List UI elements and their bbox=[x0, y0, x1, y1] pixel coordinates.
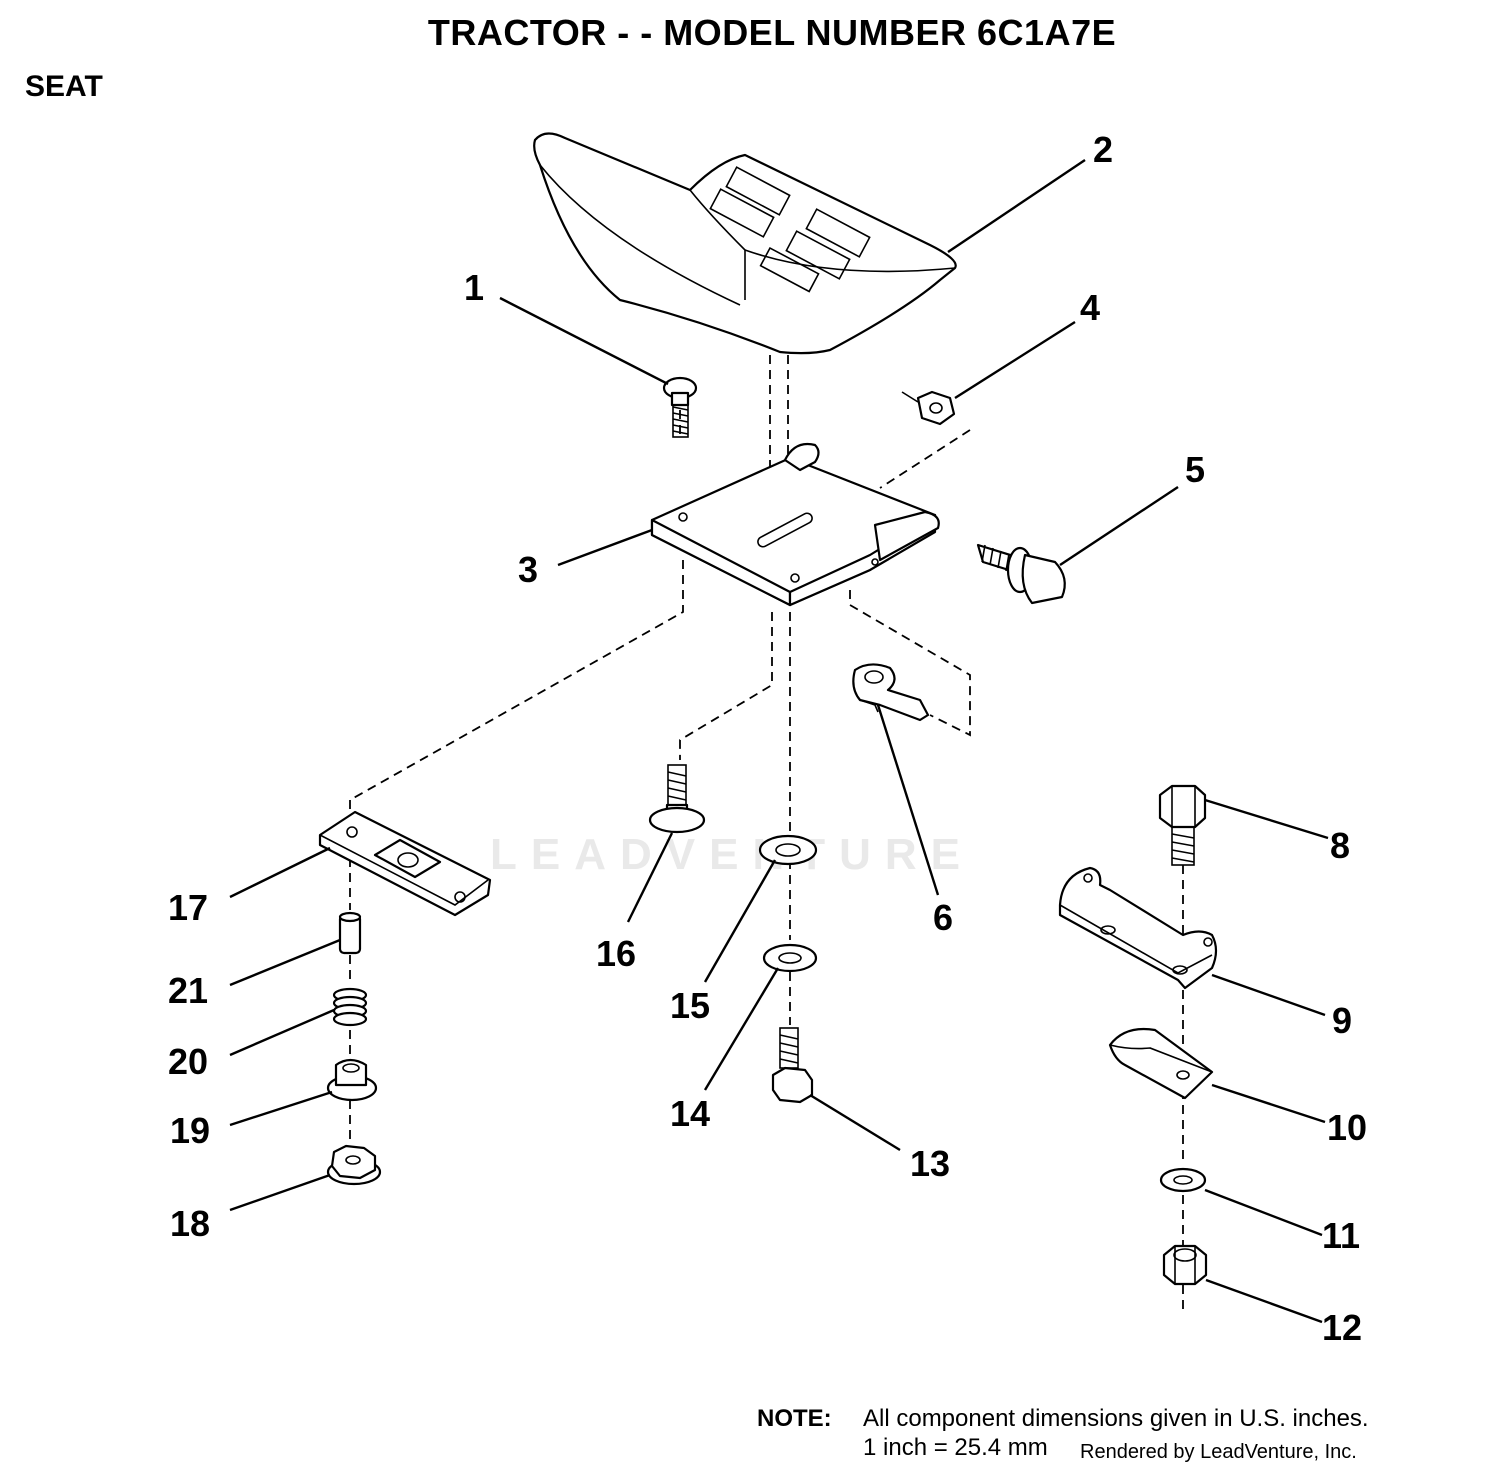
callout-20: 20 bbox=[168, 1041, 208, 1082]
curved-plate-part bbox=[1108, 1027, 1214, 1100]
section-title: SEAT bbox=[25, 70, 103, 103]
clip-part bbox=[852, 663, 930, 722]
hex-bolt-small-part bbox=[771, 1027, 814, 1104]
flange-nut-part bbox=[326, 1144, 382, 1186]
knob-part bbox=[326, 1058, 378, 1102]
nut-part bbox=[901, 390, 956, 426]
callout-15: 15 bbox=[670, 985, 710, 1026]
callout-5: 5 bbox=[1185, 449, 1205, 490]
callout-16: 16 bbox=[596, 933, 636, 974]
carriage-bolt-part bbox=[662, 376, 698, 438]
slide-bracket-part bbox=[318, 810, 492, 917]
flange-bolt-part bbox=[648, 764, 706, 834]
shoulder-bolt-part bbox=[976, 543, 1066, 605]
callout-11: 11 bbox=[1322, 1215, 1360, 1256]
callout-19: 19 bbox=[170, 1110, 210, 1151]
callout-17: 17 bbox=[168, 887, 208, 928]
callout-numbers: 1 2 3 4 5 6 8 9 10 11 12 13 14 15 16 17 … bbox=[168, 129, 1367, 1348]
callout-18: 18 bbox=[170, 1203, 210, 1244]
watermark-text: LEADVENTURE bbox=[490, 830, 975, 879]
callout-21: 21 bbox=[168, 970, 208, 1011]
leader-lines bbox=[229, 159, 1329, 1324]
pin-part bbox=[338, 911, 362, 955]
callout-4: 4 bbox=[1080, 287, 1100, 328]
page-title: TRACTOR - - MODEL NUMBER 6C1A7E bbox=[427, 12, 1117, 53]
callout-9: 9 bbox=[1332, 1000, 1352, 1041]
callout-12: 12 bbox=[1322, 1307, 1362, 1348]
note-label: NOTE: bbox=[757, 1405, 832, 1432]
callout-1: 1 bbox=[464, 267, 484, 308]
callout-10: 10 bbox=[1327, 1107, 1367, 1148]
assembly-guide-lines bbox=[349, 355, 1184, 1312]
lock-nut-part bbox=[1162, 1244, 1208, 1286]
note-dimensions-text: All component dimensions given in U.S. i… bbox=[863, 1405, 1369, 1432]
bracket-part bbox=[1058, 866, 1218, 990]
washer-large-part bbox=[758, 834, 818, 866]
callout-14: 14 bbox=[670, 1093, 710, 1134]
callout-13: 13 bbox=[910, 1143, 950, 1184]
lock-washer-part bbox=[762, 943, 818, 973]
washer-small-part bbox=[1159, 1167, 1207, 1193]
seat-part bbox=[533, 132, 957, 355]
spring-part bbox=[332, 987, 368, 1027]
callout-6: 6 bbox=[933, 897, 953, 938]
seat-plate-part bbox=[650, 442, 940, 607]
note-conversion-text: 1 inch = 25.4 mm bbox=[863, 1434, 1048, 1461]
hex-bolt-large-part bbox=[1158, 784, 1207, 866]
render-credit: Rendered by LeadVenture, Inc. bbox=[1080, 1441, 1357, 1463]
callout-2: 2 bbox=[1093, 129, 1113, 170]
callout-3: 3 bbox=[518, 549, 538, 590]
callout-8: 8 bbox=[1330, 825, 1350, 866]
